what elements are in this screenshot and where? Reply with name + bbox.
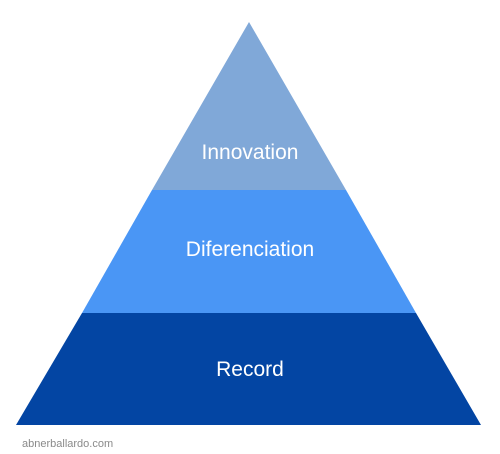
pyramid-tier-bottom [16, 313, 481, 425]
tier-label-diferenciation: Diferenciation [186, 238, 314, 261]
tier-label-record: Record [216, 358, 284, 381]
source-credit: abnerballardo.com [22, 438, 113, 450]
pyramid-tier-top [152, 22, 346, 190]
pyramid-tier-middle [82, 190, 416, 313]
tier-label-innovation: Innovation [202, 141, 299, 164]
